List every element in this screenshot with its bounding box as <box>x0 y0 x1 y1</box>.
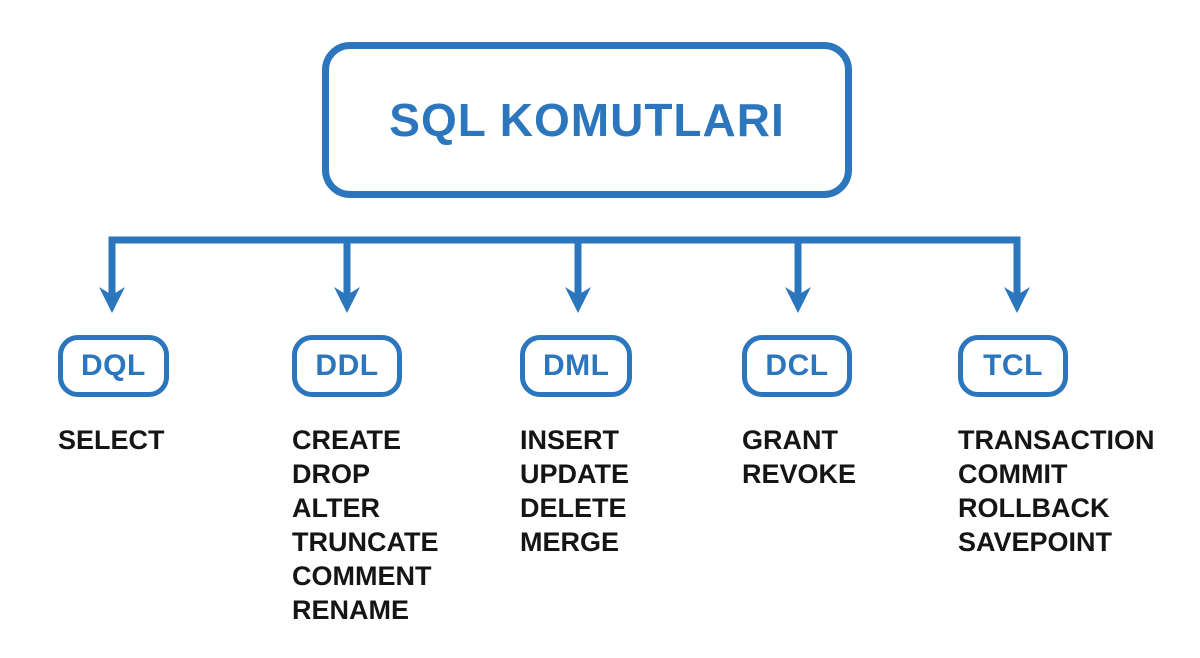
command-list: GRANT REVOKE <box>742 423 856 491</box>
command-item: REVOKE <box>742 459 857 489</box>
category-column-dql: DQL SELECT <box>58 335 169 457</box>
command-item: TRUNCATE <box>292 527 439 557</box>
category-box-dml: DML <box>520 335 633 397</box>
command-item: ALTER <box>292 493 380 523</box>
command-item: SAVEPOINT <box>958 527 1113 557</box>
command-item: COMMENT <box>292 561 432 591</box>
title-box: SQL KOMUTLARI <box>322 42 852 198</box>
arrow-head-icon <box>99 287 125 313</box>
command-item: ROLLBACK <box>958 493 1110 523</box>
command-item: INSERT <box>520 425 620 455</box>
category-label: DML <box>543 349 610 382</box>
category-box-dql: DQL <box>58 335 169 397</box>
category-label: TCL <box>983 349 1043 382</box>
category-box-ddl: DDL <box>292 335 402 397</box>
command-item: DELETE <box>520 493 627 523</box>
category-box-dcl: DCL <box>742 335 852 397</box>
arrow-head-icon <box>334 287 360 313</box>
command-list: CREATE DROP ALTER TRUNCATE COMMENT RENAME <box>292 423 438 627</box>
command-list: SELECT <box>58 423 169 457</box>
category-label: DCL <box>765 349 829 382</box>
command-item: TRANSACTION <box>958 425 1155 455</box>
command-item: SELECT <box>58 425 165 455</box>
arrow-head-icon <box>1004 287 1030 313</box>
category-box-tcl: TCL <box>958 335 1068 397</box>
category-column-tcl: TCL TRANSACTION COMMIT ROLLBACK SAVEPOINT <box>958 335 1155 559</box>
category-column-dcl: DCL GRANT REVOKE <box>742 335 856 491</box>
category-label: DDL <box>315 349 379 382</box>
command-item: DROP <box>292 459 371 489</box>
arrow-head-icon <box>785 287 811 313</box>
category-label: DQL <box>81 349 146 382</box>
diagram-title: SQL KOMUTLARI <box>389 94 785 146</box>
category-column-dml: DML INSERT UPDATE DELETE MERGE <box>520 335 633 559</box>
command-item: COMMIT <box>958 459 1068 489</box>
command-list: INSERT UPDATE DELETE MERGE <box>520 423 632 559</box>
command-list: TRANSACTION COMMIT ROLLBACK SAVEPOINT <box>958 423 1155 559</box>
command-item: MERGE <box>520 527 620 557</box>
command-item: UPDATE <box>520 459 630 489</box>
category-column-ddl: DDL CREATE DROP ALTER TRUNCATE COMMENT RENAME <box>292 335 438 627</box>
command-item: CREATE <box>292 425 402 455</box>
arrow-head-icon <box>565 287 591 313</box>
command-item: GRANT <box>742 425 838 455</box>
command-item: RENAME <box>292 595 410 625</box>
